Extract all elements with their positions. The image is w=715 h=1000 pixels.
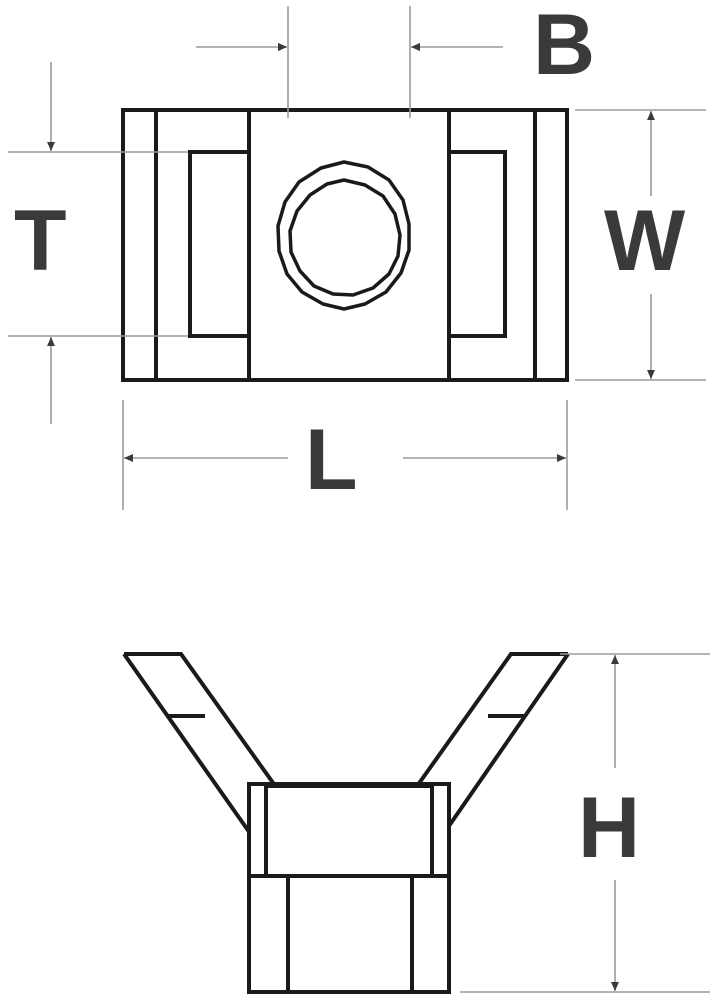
dimension-T	[8, 62, 188, 424]
front-view-left-wing-bottom-edge	[122, 652, 254, 880]
dimension-label-T: T	[14, 193, 67, 289]
dimension-W	[575, 109, 706, 381]
front-view	[122, 652, 570, 994]
front-view-body-mask	[250, 782, 450, 994]
dimension-label-W: W	[604, 193, 686, 289]
bore-outer-circle	[276, 160, 411, 311]
top-view	[121, 108, 569, 382]
top-view-left-slot	[188, 150, 249, 338]
front-view-right-wing-bottom-edge	[440, 652, 570, 880]
dimension-L	[122, 400, 568, 510]
top-view-outer-rect	[121, 108, 569, 382]
bore-inner-circle	[288, 178, 402, 297]
dimension-label-B: B	[533, 0, 596, 93]
top-view-right-slot	[449, 150, 507, 338]
dimension-label-H: H	[578, 780, 641, 876]
dimension-B	[196, 6, 503, 118]
dimension-label-L: L	[305, 412, 358, 508]
dimension-H	[460, 653, 710, 993]
